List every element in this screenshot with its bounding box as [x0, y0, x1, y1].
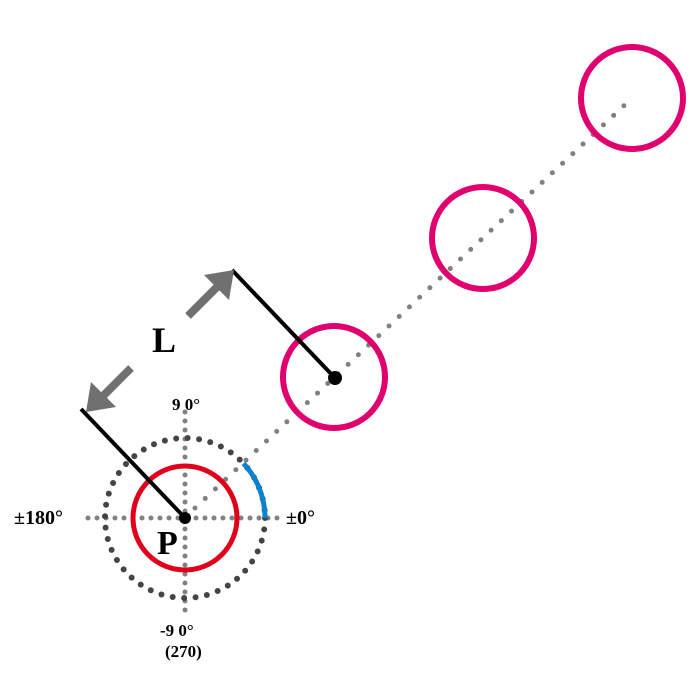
length-arrow-up-right: [185, 270, 234, 319]
target-point: [328, 371, 342, 385]
target-circle-2: [429, 184, 537, 292]
length-label: L: [152, 320, 176, 360]
angle-label-bottom: -9 0°: [160, 621, 194, 640]
length-arrow-down-left: [86, 365, 134, 412]
target-circle-1: [280, 323, 388, 431]
angle-label-bottom-alt: (270): [165, 642, 202, 661]
direction-dotted-line: [192, 97, 633, 511]
dimension-line-start: [79, 407, 187, 520]
target-circle-3: [578, 44, 686, 152]
origin-label: P: [157, 525, 178, 562]
origin-circle: [130, 463, 240, 573]
dimension-line-end: [230, 268, 337, 380]
angle-label-top: 9 0°: [172, 395, 200, 414]
angle-arc: [241, 461, 268, 519]
origin-point: [179, 512, 191, 524]
angle-label-right: ±0°: [286, 507, 315, 529]
angle-label-left: ±180°: [14, 507, 63, 529]
